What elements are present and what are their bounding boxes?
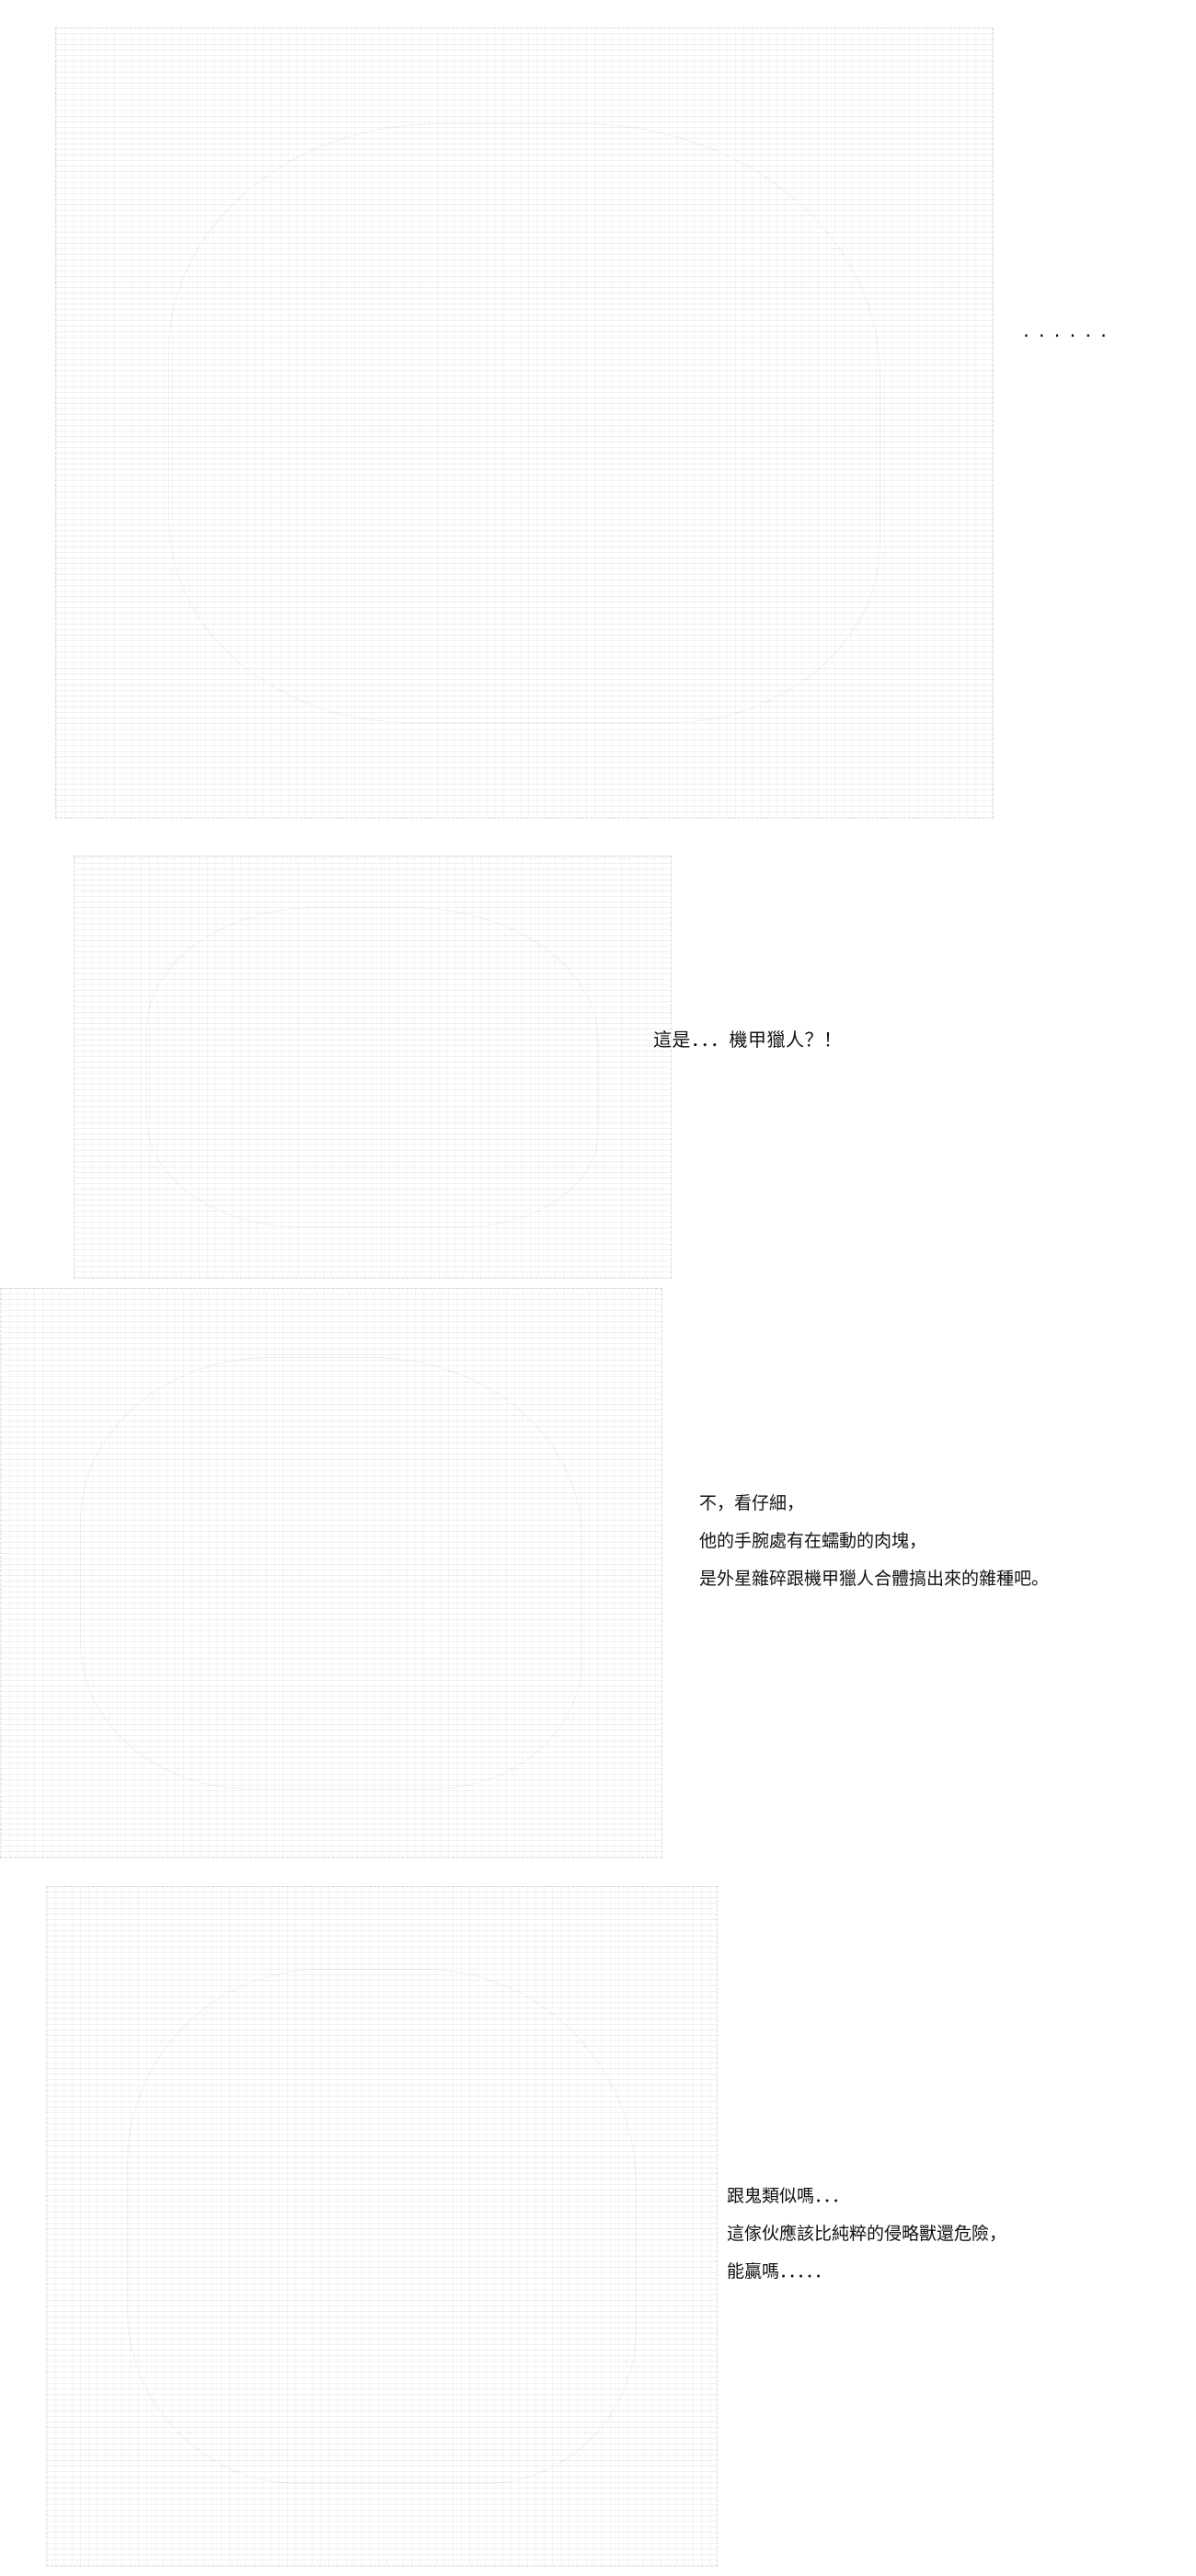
- dialogue-line: 是外星雜碎跟機甲獵人合體搞出來的雜種吧。: [699, 1569, 1050, 1589]
- ascii-art-thinking-character: [46, 1886, 718, 2567]
- panel-4: 跟鬼類似嗎．．． 這傢伙應該比純粹的侵略獸還危險， 能贏嗎．．．．．: [0, 1877, 1196, 2576]
- dialogue-line: 他的手腕處有在蠕動的肉塊，: [699, 1531, 927, 1551]
- dialogue-line: 能贏嗎．．．．．: [727, 2261, 833, 2282]
- panel-2-caption: 這是．．．機甲獵人？！: [653, 1029, 843, 1051]
- panel-3: 不，看仔細， 他的手腕處有在蠕動的肉塊， 是外星雜碎跟機甲獵人合體搞出來的雜種吧…: [0, 1288, 1196, 1877]
- dialogue-line: 不，看仔細，: [699, 1493, 805, 1513]
- dialogue-line: 這傢伙應該比純粹的侵略獸還危險，: [727, 2224, 1007, 2244]
- ascii-art-mecha-figure: [55, 28, 994, 819]
- panel-1-caption: ......: [1021, 322, 1115, 341]
- dialogue-line: 跟鬼類似嗎．．．: [727, 2186, 850, 2206]
- panel-1: ......: [0, 0, 1196, 828]
- panel-3-dialogue: 不，看仔細， 他的手腕處有在蠕動的肉塊， 是外星雜碎跟機甲獵人合體搞出來的雜種吧…: [699, 1495, 1049, 1608]
- panel-2: 這是．．．機甲獵人？！: [0, 828, 1196, 1288]
- panel-4-dialogue: 跟鬼類似嗎．．． 這傢伙應該比純粹的侵略獸還危險， 能贏嗎．．．．．: [727, 2188, 1006, 2301]
- ascii-art-hybrid-creature-arm: [0, 1288, 662, 1858]
- ascii-art-surprised-character: [74, 856, 672, 1279]
